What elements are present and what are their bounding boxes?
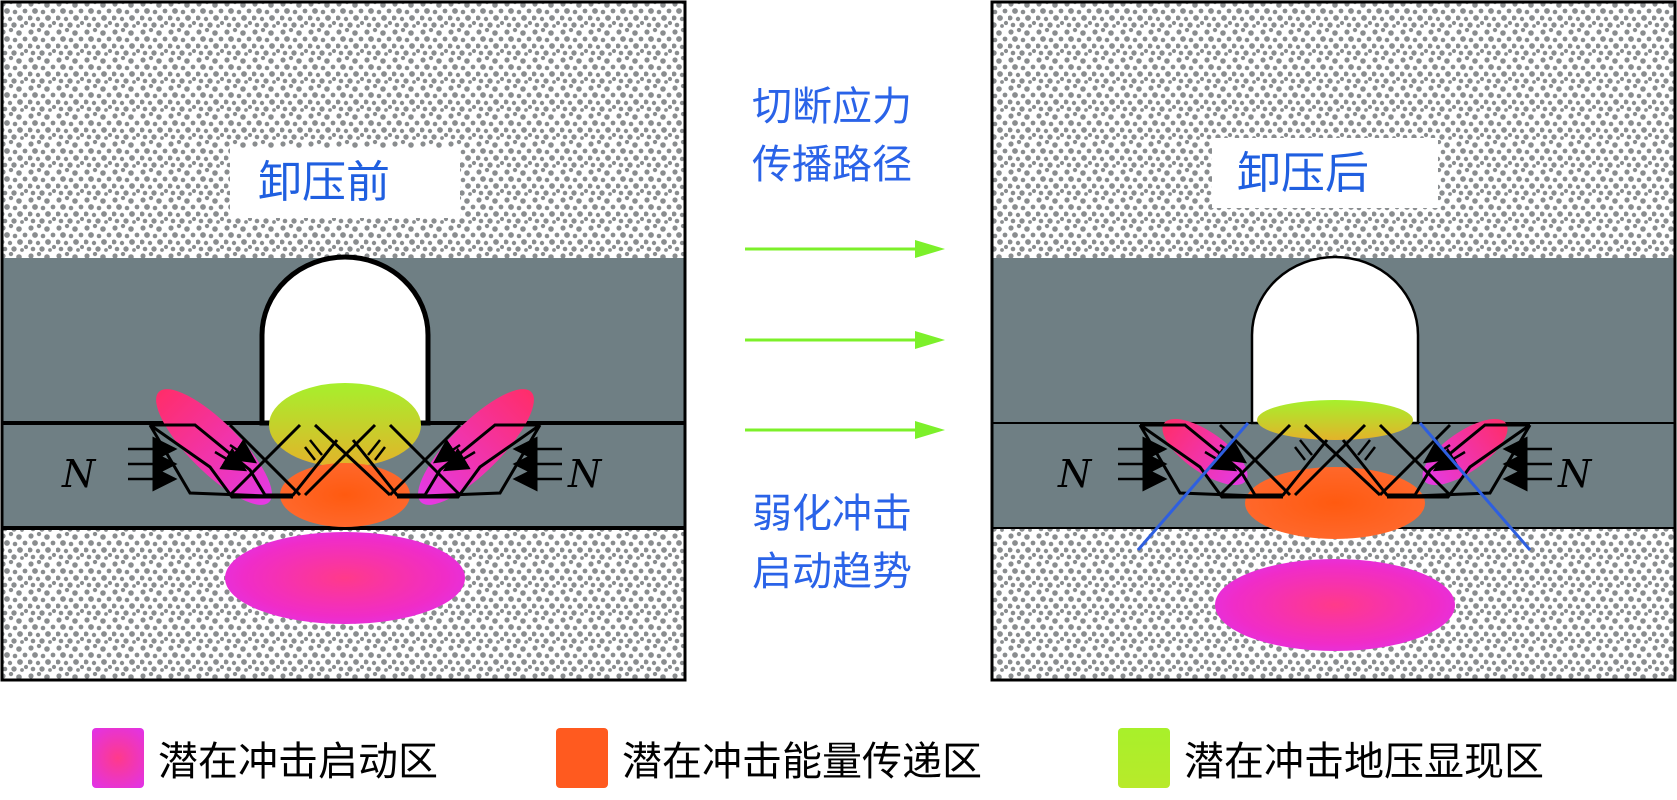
legend-swatch [92, 728, 144, 788]
before-label: 卸压前 [258, 157, 390, 208]
middle-top-line1: 切断应力 [752, 84, 912, 130]
middle-top-text: 切断应力 传播路径 [752, 78, 912, 194]
force-arrows-right [1357, 436, 1552, 492]
transition-arrows [745, 240, 945, 439]
middle-bottom-line1: 弱化冲击 [752, 491, 912, 537]
relief-cut-lines [1136, 422, 1532, 551]
roadway [1250, 255, 1420, 425]
force-arrows-left [128, 436, 323, 492]
force-arrows-right [367, 436, 562, 492]
before-panel [0, 0, 687, 682]
legend-item-initiation: 潜在冲击启动区 [92, 728, 438, 788]
force-arrows-left [1118, 436, 1313, 492]
stress-paths [148, 423, 542, 499]
initiation-zone-left [156, 389, 272, 505]
legend-label: 潜在冲击启动区 [158, 739, 438, 785]
after-label: 卸压后 [1237, 148, 1369, 199]
middle-bottom-text: 弱化冲击 启动趋势 [752, 485, 912, 601]
force-symbol-left: N [62, 452, 96, 496]
legend-swatch [556, 728, 608, 788]
middle-top-line2: 传播路径 [752, 142, 912, 188]
legend-label: 潜在冲击能量传递区 [622, 739, 982, 785]
roadway [259, 254, 431, 426]
initiation-zone-bottom [1215, 559, 1455, 651]
legend-swatch [1118, 728, 1170, 788]
middle-bottom-line2: 启动趋势 [752, 549, 912, 595]
before-label-box [230, 148, 460, 218]
legend-item-energy: 潜在冲击能量传递区 [556, 728, 982, 788]
energy-zone [280, 463, 410, 527]
after-panel [990, 0, 1677, 682]
legend-item-surface: 潜在冲击地压显现区 [1118, 728, 1544, 788]
after-label-box [1212, 138, 1438, 208]
force-symbol-left: N [1058, 452, 1092, 496]
surface-zone [269, 383, 421, 467]
initiation-zone-bottom [225, 532, 465, 624]
initiation-zone-right [418, 389, 534, 505]
surface-zone [1257, 400, 1413, 440]
force-symbol-right: N [568, 452, 602, 496]
force-symbol-right: N [1558, 452, 1592, 496]
legend-label: 潜在冲击地压显现区 [1184, 739, 1544, 785]
